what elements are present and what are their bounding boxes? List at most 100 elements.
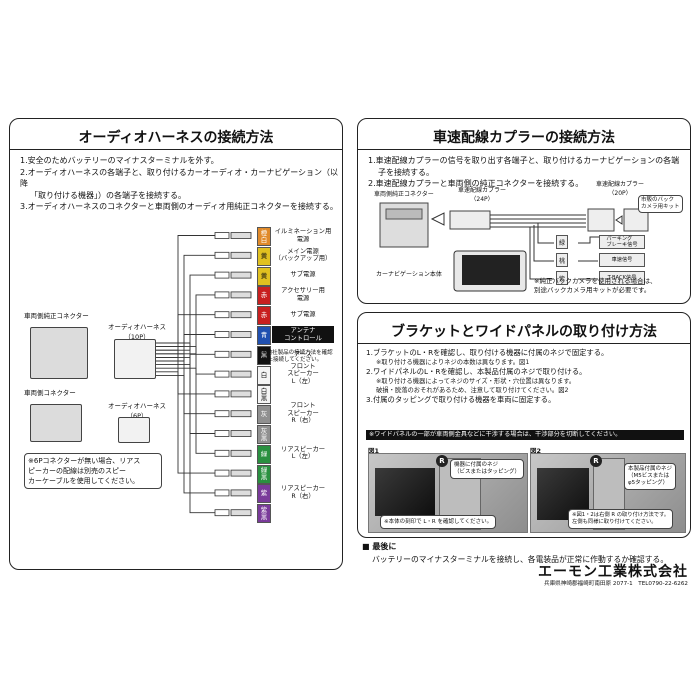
audio-steps: 1.安全のためバッテリーのマイナスターミナルを外す。 2.オーディオハーネスの各…: [20, 155, 340, 213]
wire-color-swatch: 白: [257, 365, 271, 385]
bracket-step-2-sub1: ※取り付ける機器によってネジのサイズ・形状・穴位置は異なります。: [376, 378, 576, 385]
wire-label: イルミネーション用 電源: [274, 228, 332, 243]
wire-label: フロント スピーカー L（左）: [287, 362, 319, 385]
wire-terminal-cap: [230, 291, 252, 299]
speed-step-1: 1.車速配線カプラーの信号を取り出す各端子と、取り付けるカーナビゲーションの各端: [368, 156, 680, 165]
speed-wire-color: 紫: [556, 271, 568, 285]
wire-terminal: [214, 410, 230, 418]
bracket-step-3: 3.付属のタッピングで取り付ける機器を車両に固定する。: [366, 395, 556, 404]
wire-color-swatch: 黄: [257, 246, 271, 266]
wire-terminal-cap: [230, 430, 252, 437]
wire-terminal-cap: [230, 271, 252, 279]
final-section: ■ 最後に バッテリーのマイナスターミナルを接続し、各電装品が正常に作動するか確…: [362, 541, 692, 565]
fig1-label: 図1: [368, 447, 380, 455]
fig2-note: ※図1・2は右側 R の取り付け方法です。 左側も同様に取り付けてください。: [568, 509, 674, 529]
speed-vehicle-connector-label: 車両側純正コネクター: [374, 191, 434, 198]
wire-terminal-cap: [230, 509, 252, 517]
speed-step-1-cont: 子を接続する。: [378, 167, 434, 177]
wire-label: リアスピーカー R（右）: [280, 485, 326, 500]
wire-color-swatch: 黄: [257, 266, 271, 286]
bracket-title: ブラケットとワイドパネルの取り付け方法: [358, 321, 690, 344]
vehicle-connector2-label: 車両側コネクター: [24, 389, 76, 397]
wire-color-swatch: 青: [257, 326, 271, 345]
six-p-note: ※6Pコネクターが無い場合、リアス ピーカーの配線は別売のスピー カーケーブルを…: [24, 453, 162, 489]
wire-color-swatch: 灰 黒: [257, 425, 271, 444]
company-name: エーモン工業株式会社: [538, 564, 688, 580]
wire-terminal: [214, 291, 230, 299]
bracket-step-1: 1.ブラケットのL・Rを確認し、取り付ける機器に付属のネジで固定する。: [366, 348, 609, 357]
square-bullet-icon: ■: [362, 542, 373, 551]
wire-terminal: [214, 232, 230, 239]
bracket-step-2: 2.ワイドパネルのL・Rを確認し、本製品付属のネジで取り付ける。: [366, 367, 587, 376]
speed-wire-label: 車速信号: [599, 253, 645, 267]
speed-wiring-diagram: [379, 202, 649, 292]
wire-terminal-cap: [230, 232, 252, 239]
wire-terminal: [214, 370, 230, 378]
back-camera-kit-label: 市販のバック カメラ用キット: [638, 195, 683, 213]
wire-line: [154, 346, 215, 454]
audio-harness-title: オーディオハーネスの接続方法: [10, 127, 342, 150]
bracket-steps: 1.ブラケットのL・Rを確認し、取り付ける機器に付属のネジで固定する。 ※取り付…: [366, 348, 688, 405]
speed-wire-label: パーキング ブレーキ信号: [599, 235, 645, 249]
wire-terminal-cap: [230, 489, 252, 497]
wire-terminal-cap: [230, 469, 252, 477]
nav-unit-label: カーナビゲーション本体: [376, 271, 442, 278]
wire-terminal-cap: [230, 410, 252, 418]
wire-color-swatch: 赤: [257, 306, 271, 326]
harness-connector-10p: [114, 339, 156, 379]
wire-terminal-cap: [230, 390, 252, 398]
coupler-20p-label: 車速配線カプラー （20P）: [596, 181, 645, 197]
wire-terminal: [214, 350, 230, 358]
fig2-r-tag: R: [590, 455, 602, 467]
audio-step-1: 1.安全のためバッテリーのマイナスターミナルを外す。: [20, 156, 219, 165]
audio-step-3: 3.オーディオハーネスのコネクターと車両側のオーディオ用純正コネクターを接続する…: [20, 202, 338, 211]
wire-terminal: [214, 331, 230, 338]
speed-wire-label: T-BACK信号: [599, 271, 645, 285]
wire-color-swatch: 赤: [257, 286, 271, 306]
speed-wire-color: 緑: [556, 235, 568, 249]
wire-color-swatch: 紫 黒: [257, 504, 271, 524]
wire-label: メイン電源 （バックアップ用）: [274, 247, 332, 263]
fig1-r-tag: R: [436, 455, 448, 467]
bracket-warning: ※ワイドパネルの一部が車両側金具などに干渉する場合は、干渉部分を切断してください…: [366, 430, 684, 440]
wire-color-swatch: 橙 白: [257, 227, 271, 246]
speed-step-2: 2.車速配線カプラーと車両側の純正コネクターを接続する。: [368, 179, 584, 188]
wire-line: [154, 353, 215, 494]
wire-label: リアスピーカー L（左）: [280, 445, 326, 461]
wire-terminal: [214, 430, 230, 437]
wire-terminal-cap: [230, 449, 252, 457]
wire-terminal: [214, 251, 230, 259]
fig2-screw-callout: 本製品付属のネジ （M5ビスまたは φ5タッピング）: [624, 463, 677, 490]
vehicle-connector-6p: [30, 404, 82, 442]
bracket-step-2-sub2: 破損・脱落のおそれがあるため、注意して取り付けてください。図2: [376, 387, 569, 394]
speed-coupler-title: 車速配線カプラーの接続方法: [358, 127, 690, 150]
wire-label: アンテナ コントロール: [272, 326, 334, 343]
wire-color-swatch: 灰: [257, 405, 271, 425]
final-text: バッテリーのマイナスターミナルを接続し、各電装品が正常に作動するか確認する。: [372, 555, 669, 564]
wire-label: アクセサリー用 電源: [281, 287, 325, 302]
fig2-label: 図2: [530, 447, 542, 455]
fig1-note: ※本体の刻印で L・R を確認してください。: [380, 515, 497, 529]
wire-color-swatch: 緑 黒: [257, 464, 271, 484]
harness-10p-label: オーディオハーネス （10P）: [108, 323, 167, 341]
wire-label: アース: [293, 350, 313, 358]
wire-terminal: [214, 311, 230, 319]
wire-terminal: [214, 449, 230, 457]
harness-connector-6p: [118, 417, 150, 443]
wire-terminal-cap: [230, 370, 252, 378]
audio-step-2: 2.オーディオハーネスの各端子と、取り付けるカーオーディオ・カーナビゲーション（…: [20, 167, 339, 189]
wire-color-swatch: 緑: [257, 444, 271, 464]
coupler-24p-label: 車速配線カプラー （24P）: [458, 187, 507, 203]
vehicle-connector-label: 車両側純正コネクター: [24, 312, 89, 320]
wire-terminal: [214, 469, 230, 477]
wire-line: [154, 334, 215, 362]
vehicle-connector-10p: [30, 327, 88, 379]
audio-step-2-cont: 「取り付ける機器」）の各端子を接続する。: [30, 190, 186, 200]
wire-line: [154, 349, 215, 474]
wire-terminal: [214, 271, 230, 279]
wire-terminal-cap: [230, 251, 252, 259]
wire-terminal-cap: [230, 350, 252, 358]
fig1-screw-callout: 機器に付属のネジ （ビスまたはタッピング）: [450, 459, 525, 479]
audio-harness-panel: オーディオハーネスの接続方法 1.安全のためバッテリーのマイナスターミナルを外す…: [9, 118, 343, 570]
speed-steps: 1.車速配線カプラーの信号を取り出す各端子と、取り付けるカーナビゲーションの各端…: [368, 155, 688, 190]
